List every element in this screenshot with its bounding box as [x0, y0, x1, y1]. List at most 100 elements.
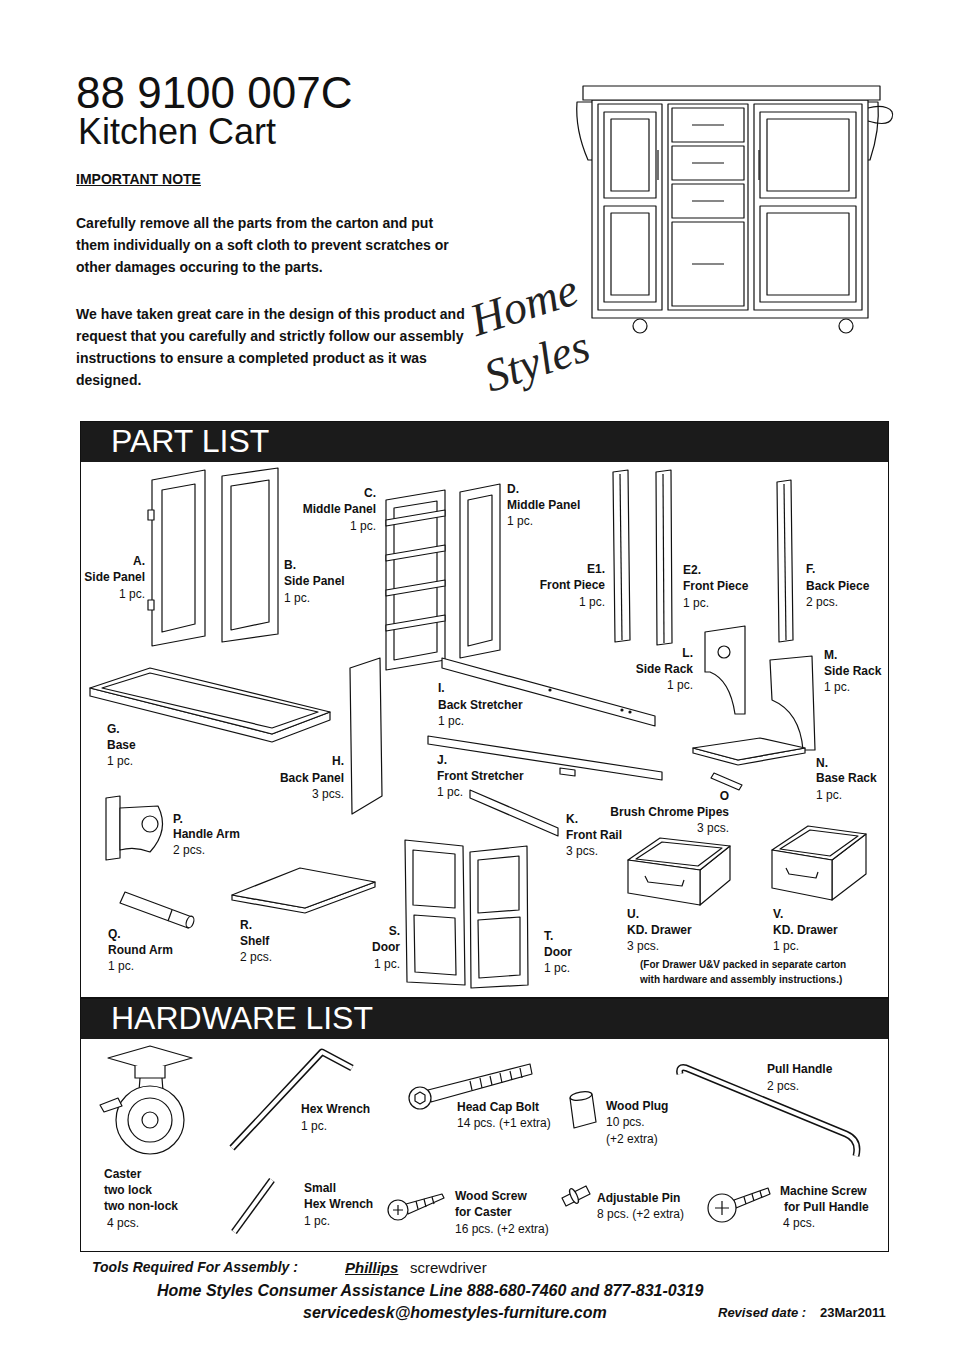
- part-label: C.: [364, 487, 376, 501]
- kitchen-cart-illustration: [577, 102, 592, 160]
- footer-text: Tools Required For Assembly :: [92, 1259, 298, 1275]
- part-label: 1 pc.: [437, 786, 463, 800]
- hardware-label: two lock: [104, 1184, 152, 1198]
- door-drawing: [405, 840, 465, 985]
- part-label: Back Piece: [806, 580, 869, 594]
- kitchen-cart-illustration: [767, 213, 849, 295]
- part-label: 1 pc.: [824, 681, 850, 695]
- kitchen-cart-illustration: [692, 125, 724, 264]
- hardware-label: Small: [304, 1182, 336, 1196]
- part-label: D.: [507, 483, 519, 497]
- side-panel-drawing: [222, 468, 278, 642]
- bolt-drawing: [428, 1064, 532, 1102]
- part-label: Front Stretcher: [437, 770, 524, 784]
- section-band: PART LIST: [81, 422, 888, 462]
- part-label: J.: [437, 754, 447, 768]
- document-title: 88 9100 007C: [76, 68, 352, 119]
- hardware-label: 4 pcs.: [783, 1217, 815, 1231]
- hardware-label: 16 pcs. (+2 extra): [455, 1223, 549, 1237]
- part-label: F.: [806, 563, 815, 577]
- kitchen-cart-illustration: [760, 112, 856, 198]
- part-label: V.: [773, 908, 783, 922]
- front-back-piece-drawing: [613, 470, 630, 642]
- hardware-label: Adjustable Pin: [597, 1192, 680, 1206]
- part-label: Back Stretcher: [438, 699, 523, 713]
- part-label: H.: [332, 755, 344, 769]
- screw-drawing: [388, 1186, 770, 1222]
- part-label: 3 pcs.: [566, 845, 598, 859]
- door-drawing: [405, 840, 528, 988]
- part-label: S.: [389, 925, 400, 939]
- rack-drawing: [718, 646, 730, 658]
- drawer-drawing: [628, 860, 700, 905]
- part-label: O: [720, 790, 729, 804]
- kitchen-cart-illustration: [754, 104, 862, 310]
- part-label: 1 pc.: [773, 940, 799, 954]
- screw-drawing: [393, 1205, 403, 1215]
- hardware-label: 8 pcs. (+2 extra): [597, 1208, 684, 1222]
- pull-handle-drawing: [680, 1068, 857, 1156]
- door-drawing: [413, 850, 455, 908]
- drawer-drawing: [772, 850, 832, 900]
- screw-drawing: [562, 1186, 590, 1206]
- part-label: Door: [544, 946, 572, 960]
- kitchen-cart-illustration: [668, 104, 748, 310]
- bolt-drawing: [470, 1068, 522, 1090]
- hardware-label: Wood Screw: [455, 1190, 527, 1204]
- kitchen-cart-illustration: [611, 119, 649, 191]
- footer-text: Home Styles Consumer Assistance Line 888…: [157, 1282, 703, 1300]
- door-drawing: [478, 856, 519, 913]
- base-drawing: [90, 658, 382, 814]
- kitchen-cart-illustration: [767, 119, 849, 191]
- middle-panel-drawing: [386, 484, 500, 670]
- kitchen-cart-illustration: [598, 104, 662, 310]
- door-drawing: [414, 915, 456, 975]
- base-drawing: [102, 673, 318, 728]
- bolt-drawing: [415, 1092, 425, 1104]
- footer-text: Revised date :: [718, 1306, 806, 1321]
- shelf-drawing: [232, 868, 375, 908]
- part-label: P.: [173, 813, 183, 827]
- part-label: 1 pc.: [816, 789, 842, 803]
- part-label: R.: [240, 919, 252, 933]
- part-label: 1 pc.: [284, 592, 310, 606]
- base-drawing: [350, 658, 382, 814]
- middle-panel-drawing: [386, 580, 445, 596]
- stretcher-drawing: [548, 688, 551, 691]
- kitchen-cart-illustration: [839, 319, 853, 333]
- kitchen-cart-illustration: [604, 206, 656, 302]
- middle-panel-drawing: [386, 490, 445, 670]
- hardware-label: Wood Plug: [606, 1100, 668, 1114]
- handle-arm-drawing: [106, 796, 195, 929]
- door-drawing: [470, 846, 528, 988]
- part-label: M.: [824, 649, 837, 663]
- hardware-label: 1 pc.: [301, 1120, 327, 1134]
- drawer-drawing: [786, 868, 818, 878]
- part-label: E2.: [683, 564, 701, 578]
- hex-wrench-drawing: [232, 1052, 352, 1148]
- front-back-piece-drawing: [613, 470, 793, 645]
- part-label: 1 pc.: [374, 958, 400, 972]
- drawer-drawing: [780, 830, 858, 856]
- side-panel-drawing: [152, 470, 205, 646]
- pull-handle-drawing: [680, 1068, 857, 1156]
- caster-drawing: [128, 1098, 172, 1142]
- kitchen-cart-illustration: [583, 86, 880, 100]
- hardware-label: Pull Handle: [767, 1063, 832, 1077]
- part-label: Base: [107, 739, 136, 753]
- kitchen-cart-illustration: [611, 213, 649, 295]
- part-label: K.: [566, 813, 578, 827]
- hardware-label: 2 pcs.: [767, 1080, 799, 1094]
- part-label: Side Panel: [84, 571, 145, 585]
- bolt-drawing: [409, 1087, 431, 1109]
- footer-text: screwdriver: [410, 1259, 487, 1276]
- note-text: We have taken great care in the design o…: [76, 303, 468, 391]
- screw-drawing: [734, 1188, 770, 1208]
- footer-text: Phillips: [345, 1259, 398, 1276]
- part-label: 2 pcs.: [240, 951, 272, 965]
- bolt-drawing: [569, 1090, 592, 1102]
- part-label: 1 pc.: [119, 588, 145, 602]
- part-label: 1 pc.: [667, 679, 693, 693]
